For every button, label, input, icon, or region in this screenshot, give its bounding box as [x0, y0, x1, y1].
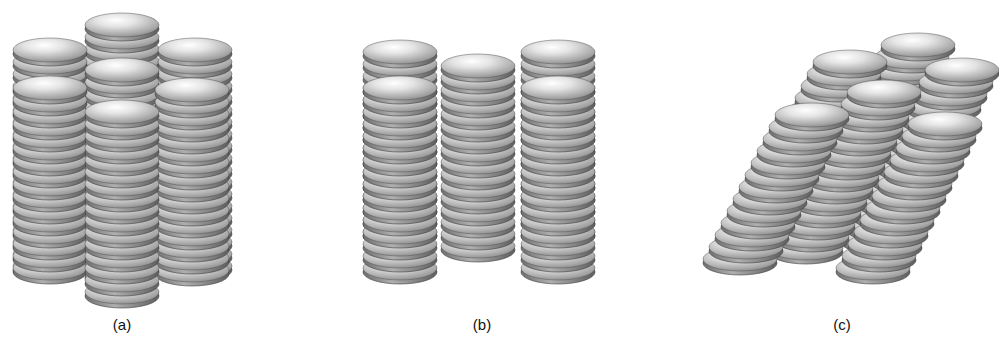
- disc-face: [521, 76, 595, 100]
- disc: [775, 103, 849, 131]
- disc: [13, 76, 87, 104]
- disc-face: [881, 33, 955, 57]
- disc: [813, 50, 887, 78]
- disc: [847, 80, 921, 108]
- disc-face: [441, 54, 515, 78]
- disc: [521, 76, 595, 104]
- disc: [13, 38, 87, 66]
- disc-face: [908, 112, 982, 136]
- disc: [363, 76, 437, 104]
- disc-face: [13, 38, 87, 62]
- disc: [881, 33, 955, 61]
- disc-face: [363, 76, 437, 100]
- disc: [363, 40, 437, 68]
- disc-face: [521, 40, 595, 64]
- disc: [521, 40, 595, 68]
- disc-face: [521, 76, 595, 100]
- disc-face: [85, 13, 159, 37]
- disc-face: [363, 76, 437, 100]
- disc-face: [813, 50, 887, 74]
- disc: [441, 54, 515, 82]
- disc-face: [925, 58, 999, 82]
- disc: [85, 58, 159, 86]
- disc-face: [847, 80, 921, 104]
- disc: [85, 100, 159, 128]
- panel-label: (b): [471, 316, 493, 333]
- disc-face: [155, 78, 229, 102]
- disc: [521, 76, 595, 104]
- disc: [925, 58, 999, 86]
- disc-face: [775, 103, 849, 127]
- panel-label: (c): [831, 316, 853, 333]
- disc-face: [13, 76, 87, 100]
- disc-columns: [13, 13, 999, 308]
- panel-label: (a): [111, 316, 133, 333]
- disc: [155, 78, 229, 106]
- disc-face: [158, 38, 232, 62]
- disc: [85, 13, 159, 41]
- disc-face: [363, 40, 437, 64]
- disc: [158, 38, 232, 66]
- disc-face: [85, 100, 159, 124]
- disc: [363, 76, 437, 104]
- disc-face: [85, 58, 159, 82]
- disc: [908, 112, 982, 140]
